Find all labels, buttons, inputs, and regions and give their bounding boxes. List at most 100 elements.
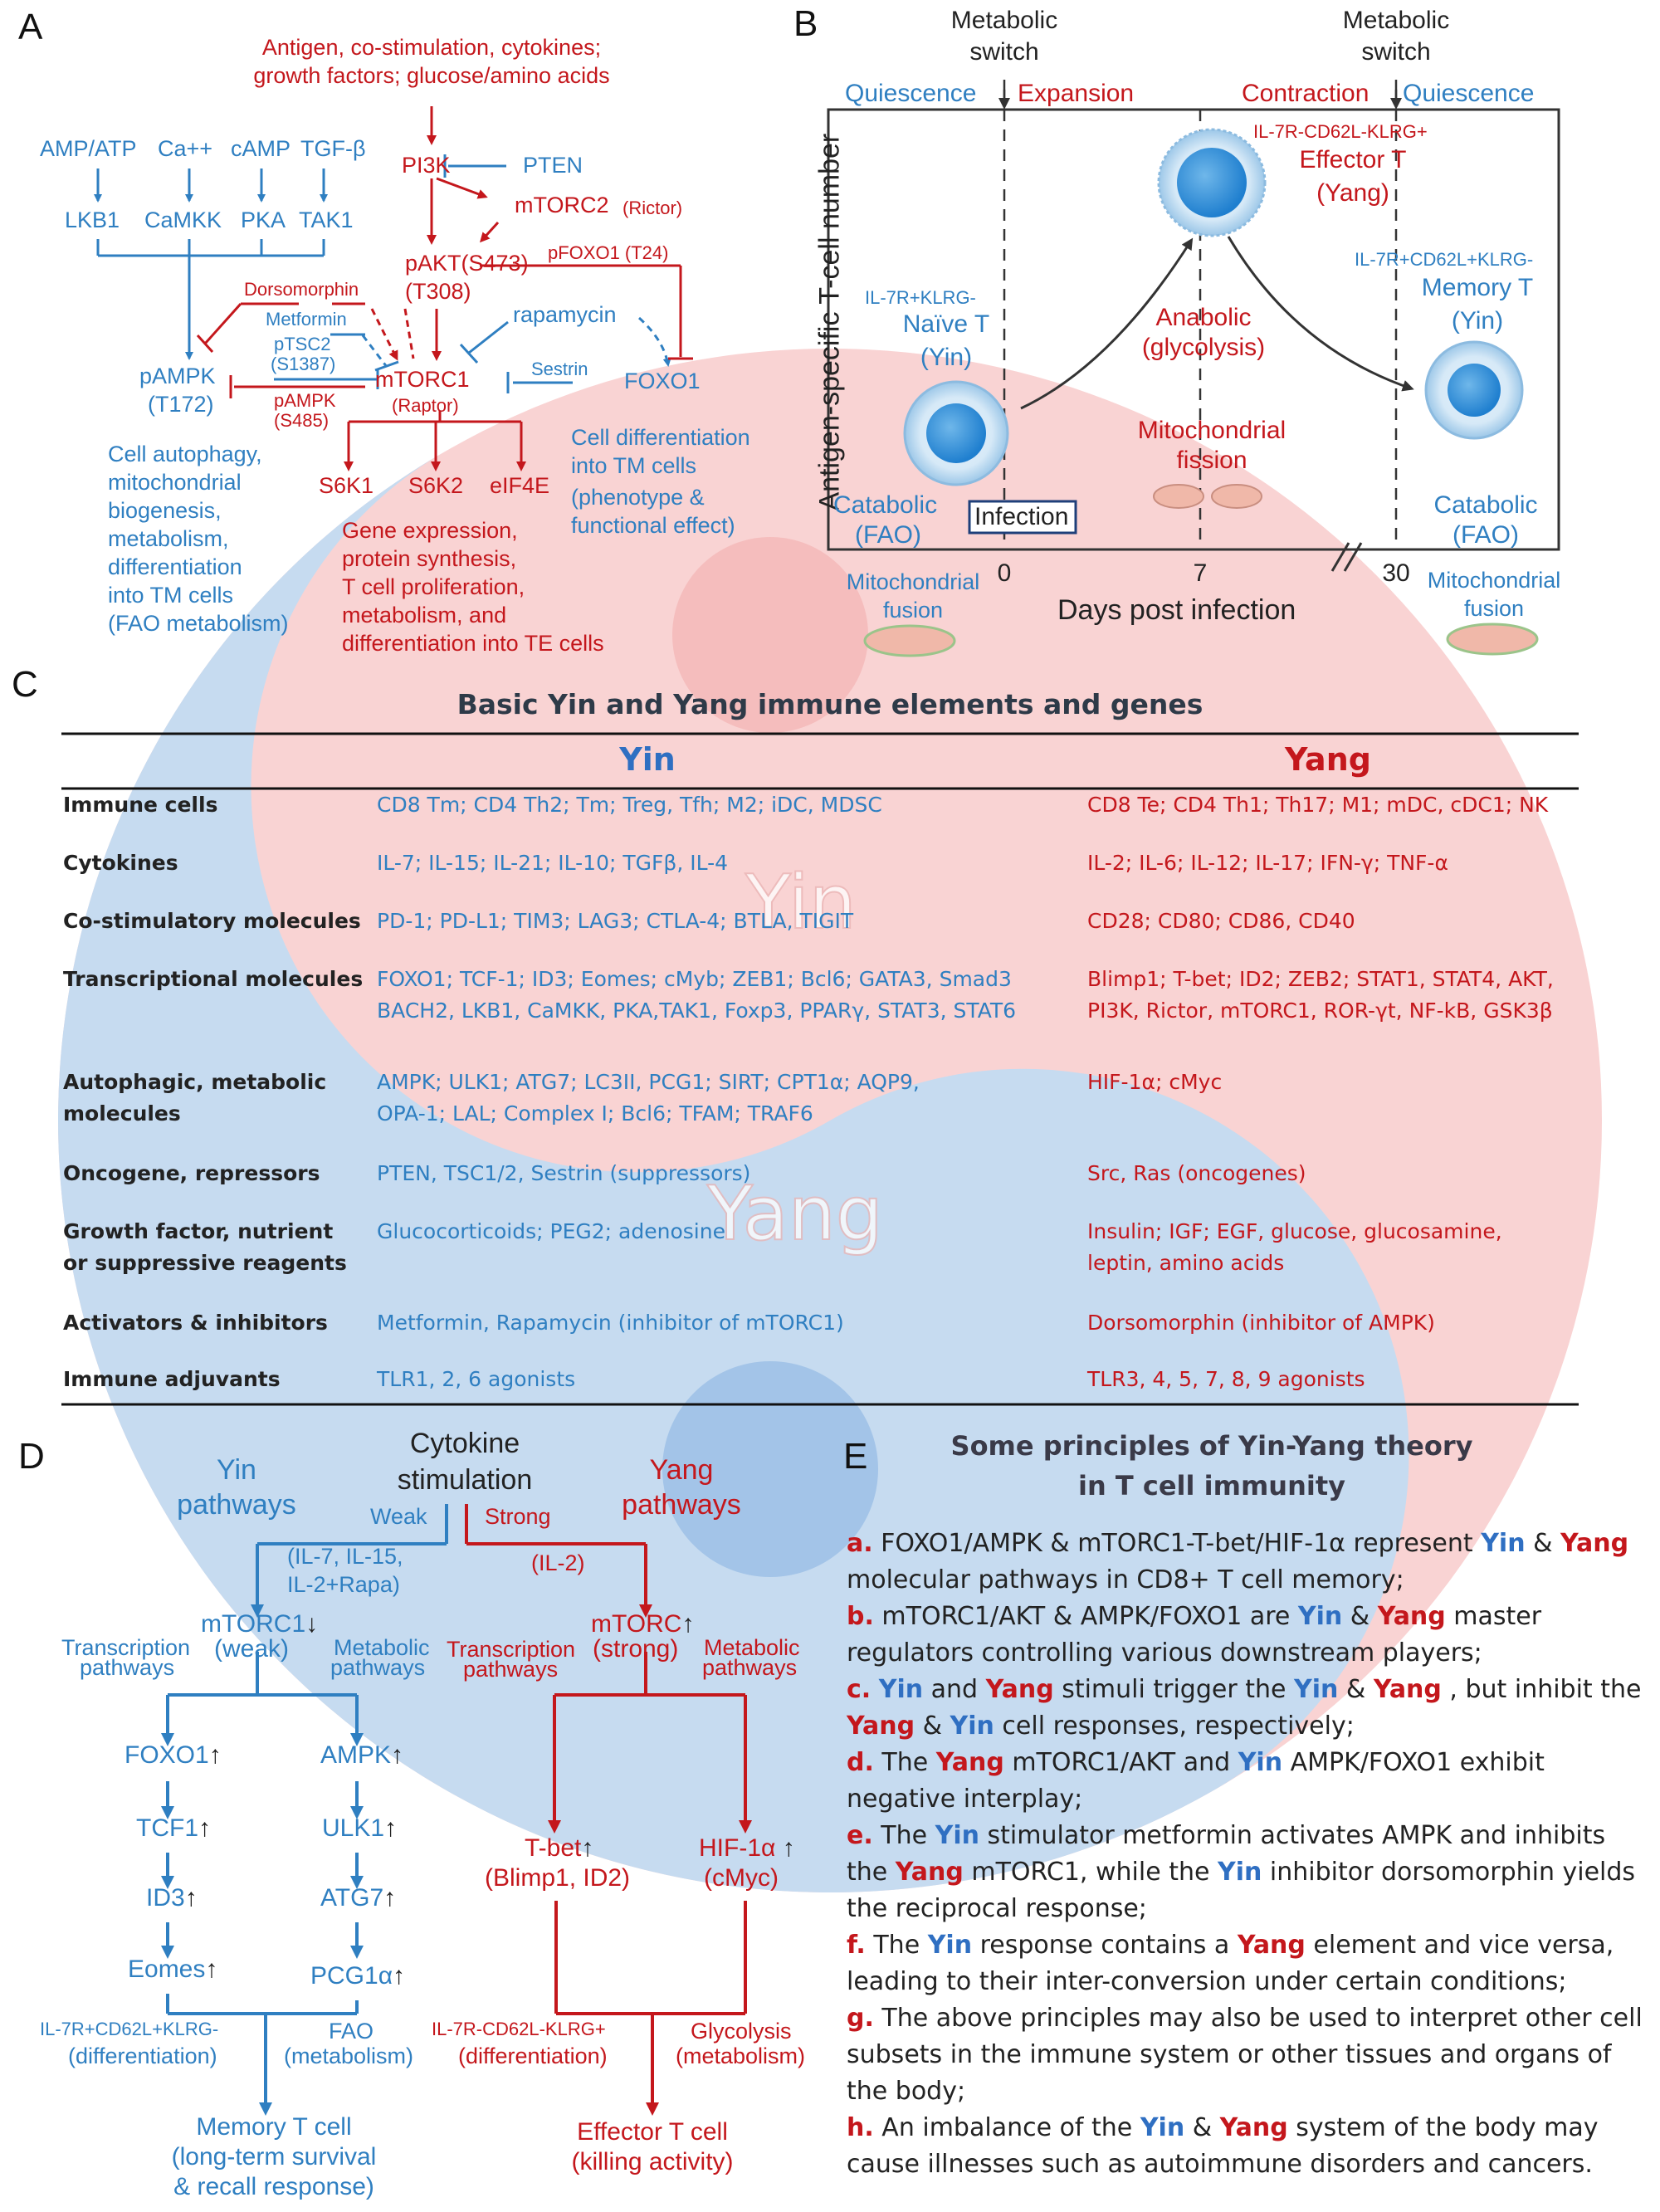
ulk1-node: ULK1↑ bbox=[322, 1814, 398, 1842]
hif1a-node: HIF-1α ↑ bbox=[699, 1834, 795, 1862]
metabolic-switch-1b: switch bbox=[969, 38, 1039, 66]
yang-outcome-4: metabolism, and bbox=[342, 603, 507, 627]
row-label: Cytokines bbox=[63, 851, 178, 875]
principle-item: f. The Yin response contains a Yang elem… bbox=[847, 1931, 1614, 1996]
up-arrow-icon: ↑ bbox=[782, 1834, 795, 1862]
principle-item: h. An imbalance of the Yin & Yang system… bbox=[847, 2113, 1599, 2179]
yang-outcome-2: protein synthesis, bbox=[342, 546, 517, 571]
row-label: Transcriptional molecules bbox=[63, 967, 364, 991]
raptor-label: (Raptor) bbox=[392, 395, 459, 416]
fusion-label-1: Mitochondrial bbox=[846, 569, 980, 594]
yin-outcome-7: (FAO metabolism) bbox=[108, 611, 289, 636]
calcium-label: Ca++ bbox=[158, 136, 213, 161]
row-label: Growth factor, nutrient bbox=[63, 1219, 334, 1243]
y-axis-label: Antigen-specific T-cell number bbox=[813, 133, 846, 511]
table-title: Basic Yin and Yang immune elements and g… bbox=[456, 688, 1204, 720]
row-yin: FOXO1; TCF-1; ID3; Eomes; cMyb; ZEB1; Bc… bbox=[377, 967, 1012, 991]
memory-t-cell-label: Memory T cell bbox=[196, 2113, 352, 2141]
id3-node: ID3↑ bbox=[146, 1884, 198, 1912]
yang-outcome-3: T cell proliferation, bbox=[342, 574, 525, 599]
yin-outcome-3: biogenesis, bbox=[108, 498, 222, 523]
effector-differentiation: (differentiation) bbox=[458, 2044, 608, 2068]
mtorc2-node: mTORC2 bbox=[515, 193, 609, 217]
row-yang: IL-2; IL-6; IL-12; IL-17; IFN-γ; TNF-α bbox=[1087, 851, 1448, 875]
row-yin: Metformin, Rapamycin (inhibitor of mTORC… bbox=[377, 1311, 844, 1335]
principle-item: e. The Yin stimulator metformin activate… bbox=[847, 1821, 1636, 1923]
up-arrow-icon: ↑ bbox=[681, 1610, 695, 1638]
cmyc-label: (cMyc) bbox=[704, 1864, 779, 1892]
mtorc1-weak-paren: (weak) bbox=[214, 1635, 290, 1663]
principles-list: a. FOXO1/AMPK & mTORC1-T-bet/HIF-1α repr… bbox=[847, 1526, 1643, 2183]
row-label: Co-stimulatory molecules bbox=[63, 909, 361, 933]
pakt-node: pAKT(S473) bbox=[405, 251, 529, 276]
row-yin: CD8 Tm; CD4 Th2; Tm; Treg, Tfh; M2; iDC,… bbox=[377, 793, 882, 817]
x-tick-7: 7 bbox=[1193, 559, 1208, 587]
yin-cytokines: (IL-7, IL-15, bbox=[287, 1544, 403, 1569]
up-arrow-icon: ↑ bbox=[383, 1884, 397, 1912]
metformin-label: Metformin bbox=[266, 309, 347, 330]
lkb1-node: LKB1 bbox=[65, 208, 120, 232]
up-arrow-icon: ↑ bbox=[208, 1741, 222, 1769]
up-arrow-icon: ↑ bbox=[198, 1814, 211, 1842]
row-yang-line2: leptin, amino acids bbox=[1087, 1251, 1285, 1275]
row-yang: CD28; CD80; CD86, CD40 bbox=[1087, 909, 1355, 933]
memory-label: Memory T bbox=[1421, 274, 1534, 301]
column-header-yin: Yin bbox=[619, 741, 676, 778]
stimulation-label: stimulation bbox=[397, 1464, 533, 1496]
up-arrow-icon: ↑ bbox=[184, 1884, 198, 1912]
fao-label-2: (FAO) bbox=[1452, 521, 1519, 549]
naive-yin-label: (Yin) bbox=[920, 344, 973, 371]
fusion-label-2: Mitochondrial bbox=[1427, 568, 1561, 593]
effector-yang-label: (Yang) bbox=[1316, 179, 1389, 207]
quiescence-label-2: Quiescence bbox=[1403, 80, 1535, 107]
sestrin-label: Sestrin bbox=[531, 359, 588, 379]
panel-label-a: A bbox=[18, 7, 43, 47]
foxo-outcome-2: into TM cells bbox=[571, 453, 697, 478]
memory-yin-label: (Yin) bbox=[1451, 307, 1504, 334]
naive-cell-graphic bbox=[903, 380, 1009, 486]
yang-outcome-1: Gene expression, bbox=[342, 518, 518, 543]
row-label-line2: molecules bbox=[63, 1101, 181, 1126]
foxo-outcome-1: Cell differentiation bbox=[571, 425, 750, 450]
mtorc-strong-node: mTORC↑ bbox=[591, 1610, 695, 1638]
principle-item: c. Yin and Yang stimuli trigger the Yin … bbox=[847, 1675, 1642, 1741]
pampk-t172-label: (T172) bbox=[148, 392, 214, 417]
column-header-yang: Yang bbox=[1285, 741, 1371, 778]
dorsomorphin-label: Dorsomorphin bbox=[244, 279, 359, 300]
principle-item: d. The Yang mTORC1/AKT and Yin AMPK/FOXO… bbox=[847, 1748, 1545, 1814]
effector-markers-d: IL-7R-CD62L-KLRG+ bbox=[432, 2019, 606, 2039]
metabolic-switch-2: Metabolic bbox=[1342, 7, 1450, 34]
yin-cytokines-2: IL-2+Rapa) bbox=[287, 1572, 400, 1597]
infection-label: Infection bbox=[974, 503, 1069, 530]
panel-label-d: D bbox=[18, 1436, 45, 1477]
row-yang: HIF-1α; cMyc bbox=[1087, 1070, 1223, 1094]
up-arrow-icon: ↑ bbox=[393, 1962, 406, 1990]
yin-outcome-4: metabolism, bbox=[108, 526, 229, 551]
mitochondria-graphics bbox=[863, 484, 1539, 657]
x-axis-label: Days post infection bbox=[1057, 594, 1296, 626]
pampk-node: pAMPK bbox=[139, 364, 216, 388]
yang-outcome-5: differentiation into TE cells bbox=[342, 631, 604, 656]
foxo-outcome-3: (phenotype & bbox=[571, 485, 705, 510]
memory-t-cell-desc: (long-term survival bbox=[171, 2143, 377, 2170]
pakt-t308-label: (T308) bbox=[405, 279, 471, 304]
ptsc2-label: pTSC2 bbox=[274, 334, 331, 354]
rapamycin-label: rapamycin bbox=[513, 302, 617, 327]
eif4e-node: eIF4E bbox=[490, 473, 550, 498]
foxo1-node-d: FOXO1↑ bbox=[124, 1741, 222, 1769]
x-tick-30: 30 bbox=[1382, 559, 1410, 587]
row-yin: Glucocorticoids; PEG2; adenosine bbox=[377, 1219, 725, 1243]
yang-cytokines: (IL-2) bbox=[531, 1550, 585, 1575]
row-yang-line2: PI3K, Rictor, mTORC1, ROR-γt, NF-kB, GSK… bbox=[1087, 999, 1553, 1023]
row-yang: Insulin; IGF; EGF, glucose, glucosamine, bbox=[1087, 1219, 1502, 1243]
row-yang: Blimp1; T-bet; ID2; ZEB2; STAT1, STAT4, … bbox=[1087, 967, 1554, 991]
metabolic-pathways-yin: Metabolic bbox=[334, 1635, 430, 1660]
foxo-outcome-4: functional effect) bbox=[571, 513, 735, 538]
fission-label-2: fission bbox=[1176, 447, 1247, 474]
effector-cell-graphic bbox=[1157, 128, 1267, 237]
memory-cell-graphic bbox=[1424, 340, 1524, 440]
yin-pathways-label: Yin bbox=[217, 1454, 256, 1486]
effector-label: Effector T bbox=[1299, 146, 1407, 173]
contraction-label: Contraction bbox=[1242, 80, 1370, 107]
